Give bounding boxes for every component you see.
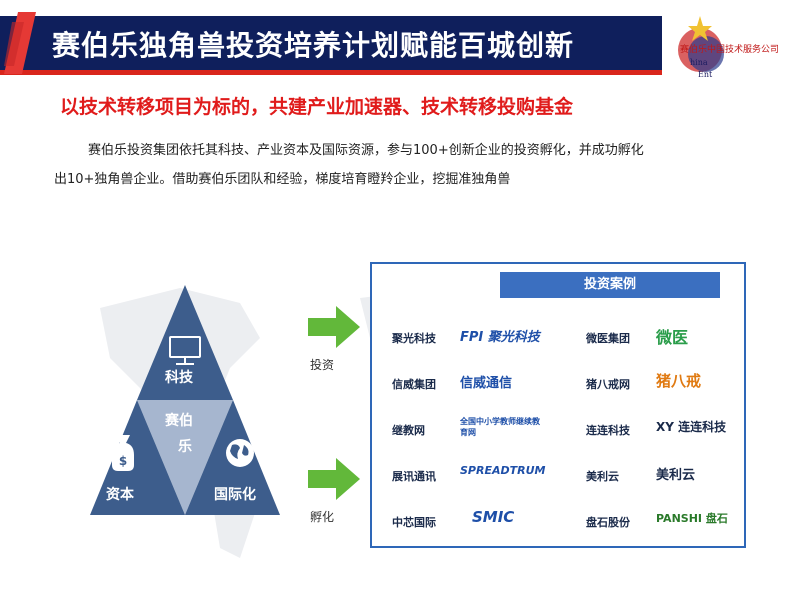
case-company-logo: 猪八戒 (656, 372, 702, 390)
logo-fragment-1: hina (690, 58, 708, 67)
intro-paragraph: 赛伯乐投资集团依托其科技、产业资本及国际资源，参与100+创新企业的投资孵化，并… (54, 136, 764, 194)
triangle-top-segment (137, 285, 233, 400)
triangle-label-center-1: 赛伯 (165, 413, 193, 429)
triangle-center-segment (137, 400, 233, 515)
case-company-logo: 微医 (656, 328, 689, 347)
header-bar (0, 16, 662, 70)
arrow-label-invest: 投资 (310, 358, 335, 372)
case-company-logo: 全国中小学教师继续教育网 (460, 417, 540, 437)
case-company-logo: 美利云 (656, 468, 696, 483)
logo-company-name: 赛伯乐中国技术服务公司 (680, 45, 780, 55)
intro-line-1: 赛伯乐投资集团依托其科技、产业资本及国际资源，参与100+创新企业的投资孵化，并… (88, 143, 644, 158)
case-company-name: 微医集团 (586, 332, 630, 345)
company-logo (678, 16, 724, 72)
triangle-label-international: 国际化 (214, 487, 256, 503)
case-row: 中芯国际 SMIC 盘石股份 PANSHI 盘石 (372, 500, 748, 540)
header-underline (0, 70, 662, 75)
logo-fragment-2: Ent (698, 70, 713, 79)
triangle-left-segment (90, 400, 185, 515)
money-bag-icon: $ (112, 435, 134, 471)
header-accent-icon (4, 12, 36, 74)
globe-icon (226, 439, 254, 467)
triangle-label-center-2: 乐 (178, 439, 192, 455)
green-arrow-icon (308, 306, 360, 348)
case-company-name: 继教网 (392, 424, 425, 437)
intro-line-2: 出10+独角兽企业。借助赛伯乐团队和经验，梯度培育瞪羚企业，挖掘准独角兽 (54, 172, 511, 187)
case-company-name: 展讯通讯 (392, 470, 436, 483)
case-company-logo: SMIC (472, 508, 515, 526)
case-company-name: 连连科技 (586, 424, 630, 437)
monitor-icon (169, 336, 201, 365)
case-company-logo: PANSHI 盘石 (656, 512, 728, 525)
investment-cases-panel: 投资案例 聚光科技 FPI 聚光科技 微医集团 微医 信威集团 信威通信 猪八戒… (370, 262, 746, 548)
case-company-name: 信威集团 (392, 378, 436, 391)
case-company-logo: SPREADTRUM (460, 464, 546, 477)
case-row: 聚光科技 FPI 聚光科技 微医集团 微医 (372, 316, 748, 356)
svg-text:$: $ (119, 454, 127, 468)
subtitle: 以技术转移项目为标的，共建产业加速器、技术转移投购基金 (60, 96, 574, 118)
triangle-diagram: $ (90, 285, 280, 515)
case-row: 展讯通讯 SPREADTRUM 美利云 美利云 (372, 454, 748, 494)
case-company-logo: 信威通信 (460, 376, 513, 391)
triangle-label-capital: 资本 (106, 487, 134, 503)
case-company-name: 聚光科技 (392, 332, 436, 345)
case-company-name: 中芯国际 (392, 516, 436, 529)
arrow-label-incubate: 孵化 (310, 510, 335, 524)
case-row: 继教网 全国中小学教师继续教育网 连连科技 XY 连连科技 (372, 408, 748, 448)
cases-title: 投资案例 (500, 272, 720, 298)
case-company-name: 盘石股份 (586, 516, 630, 529)
case-company-name: 美利云 (586, 470, 619, 483)
triangle-label-tech: 科技 (165, 370, 193, 386)
case-row: 信威集团 信威通信 猪八戒网 猪八戒 (372, 362, 748, 402)
case-company-logo: FPI 聚光科技 (460, 330, 540, 345)
case-company-logo: XY 连连科技 (656, 420, 727, 434)
page-title: 赛伯乐独角兽投资培养计划赋能百城创新 (52, 29, 575, 62)
case-company-name: 猪八戒网 (586, 378, 630, 391)
green-arrow-icon (308, 458, 360, 500)
